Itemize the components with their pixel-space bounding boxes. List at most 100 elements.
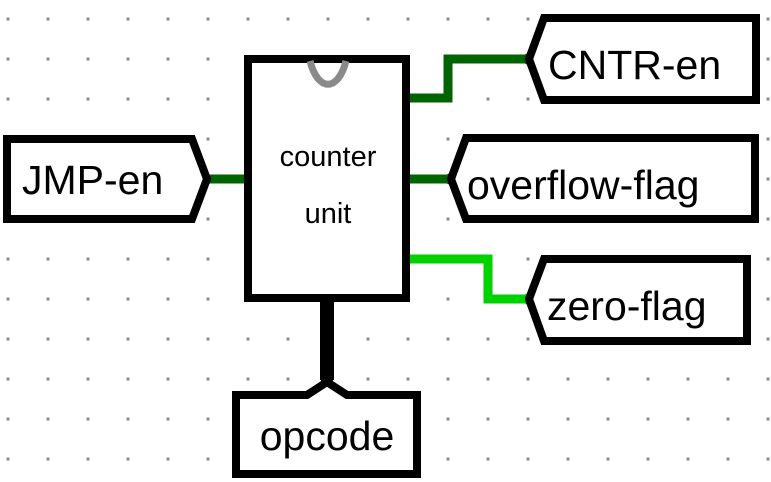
grid-dot <box>206 417 210 421</box>
grid-dot <box>526 337 530 341</box>
grid-dot <box>446 337 450 341</box>
grid-dot <box>286 337 290 341</box>
grid-dot <box>46 257 50 261</box>
pin-opcode-shape[interactable] <box>232 377 421 478</box>
grid-dot <box>46 297 50 301</box>
grid-dot <box>206 217 210 221</box>
grid-dot <box>206 17 210 21</box>
grid-dot <box>6 337 10 341</box>
grid-dot <box>6 377 10 381</box>
grid-dot <box>126 417 130 421</box>
grid-dot <box>86 297 90 301</box>
grid-dot <box>486 457 490 461</box>
grid-dot <box>486 377 490 381</box>
wire-cntr-en[interactable] <box>405 54 530 103</box>
grid-dot <box>446 377 450 381</box>
grid-dot <box>366 337 370 341</box>
grid-dot <box>526 97 530 101</box>
pin-zero-flag-shape[interactable] <box>524 255 751 345</box>
pin-cntr-en[interactable]: CNTR-en <box>524 14 760 104</box>
grid-dot <box>86 417 90 421</box>
grid-dot <box>166 337 170 341</box>
grid-dot <box>766 337 770 341</box>
grid-dot <box>766 17 770 21</box>
counter-unit-component[interactable]: counter unit <box>244 55 410 302</box>
grid-dot <box>526 457 530 461</box>
pin-jmp-en-label: JMP-en <box>22 157 163 203</box>
grid-dot <box>686 457 690 461</box>
grid-dot <box>126 337 130 341</box>
grid-dot <box>766 297 770 301</box>
grid-dot <box>566 417 570 421</box>
pin-overflow-flag-label: overflow-flag <box>467 162 699 208</box>
grid-dot <box>46 57 50 61</box>
grid-dot <box>766 137 770 141</box>
pin-overflow-flag[interactable]: overflow-flag <box>446 134 759 223</box>
grid-dot <box>366 17 370 21</box>
grid-dot <box>86 377 90 381</box>
counter-unit-label-line2: unit <box>305 198 352 230</box>
grid-dot <box>46 417 50 421</box>
pin-cntr-en-shape[interactable] <box>524 14 760 104</box>
grid-dot <box>206 97 210 101</box>
grid-dot <box>46 377 50 381</box>
grid-dot <box>246 337 250 341</box>
grid-dot <box>646 377 650 381</box>
grid-dot <box>206 377 210 381</box>
grid-dot <box>446 297 450 301</box>
grid-dot <box>686 417 690 421</box>
grid-dot <box>6 257 10 261</box>
grid-dot <box>326 17 330 21</box>
grid-dot <box>686 377 690 381</box>
pin-zero-flag-label: zero-flag <box>547 283 707 329</box>
grid-dot <box>206 297 210 301</box>
grid-dot <box>286 17 290 21</box>
grid-dot <box>46 97 50 101</box>
pin-overflow-flag-shape[interactable] <box>446 134 759 223</box>
grid-dot <box>766 457 770 461</box>
grid-dot <box>86 337 90 341</box>
grid-dot <box>406 377 410 381</box>
grid-dot <box>486 417 490 421</box>
grid-dot <box>166 97 170 101</box>
grid-dot <box>766 377 770 381</box>
grid-dot <box>246 17 250 21</box>
pin-opcode[interactable]: opcode <box>232 377 421 478</box>
grid-dot <box>486 17 490 21</box>
grid-dot <box>766 217 770 221</box>
pin-opcode-label: opcode <box>260 413 395 459</box>
grid-dot <box>406 17 410 21</box>
counter-unit-body[interactable] <box>244 55 410 302</box>
grid-dot <box>526 377 530 381</box>
grid-dot <box>6 17 10 21</box>
grid-dot <box>206 57 210 61</box>
grid-dot <box>6 297 10 301</box>
grid-dot <box>446 137 450 141</box>
grid-dot <box>726 457 730 461</box>
grid-dot <box>86 257 90 261</box>
pin-cntr-en-label: CNTR-en <box>548 42 721 88</box>
wire-zero-flag[interactable] <box>405 254 530 304</box>
grid-dot <box>606 417 610 421</box>
pin-jmp-en[interactable]: JMP-en <box>3 135 212 223</box>
grid-dot <box>86 57 90 61</box>
grid-dot <box>726 417 730 421</box>
grid-dot <box>126 297 130 301</box>
grid-dot <box>86 97 90 101</box>
grid-dot <box>766 57 770 61</box>
grid-dot <box>246 377 250 381</box>
grid-dot <box>126 377 130 381</box>
grid-dot <box>206 457 210 461</box>
grid-dot <box>86 17 90 21</box>
grid-dot <box>126 97 130 101</box>
grid-dot <box>126 57 130 61</box>
grid-dot <box>766 417 770 421</box>
pin-jmp-en-shape[interactable] <box>3 135 212 223</box>
pin-zero-flag[interactable]: zero-flag <box>524 255 751 345</box>
grid-dot <box>726 377 730 381</box>
grid-dot <box>486 97 490 101</box>
notch-icon <box>306 60 350 88</box>
grid-dot <box>6 57 10 61</box>
grid-dot <box>526 17 530 21</box>
grid-dot <box>166 457 170 461</box>
